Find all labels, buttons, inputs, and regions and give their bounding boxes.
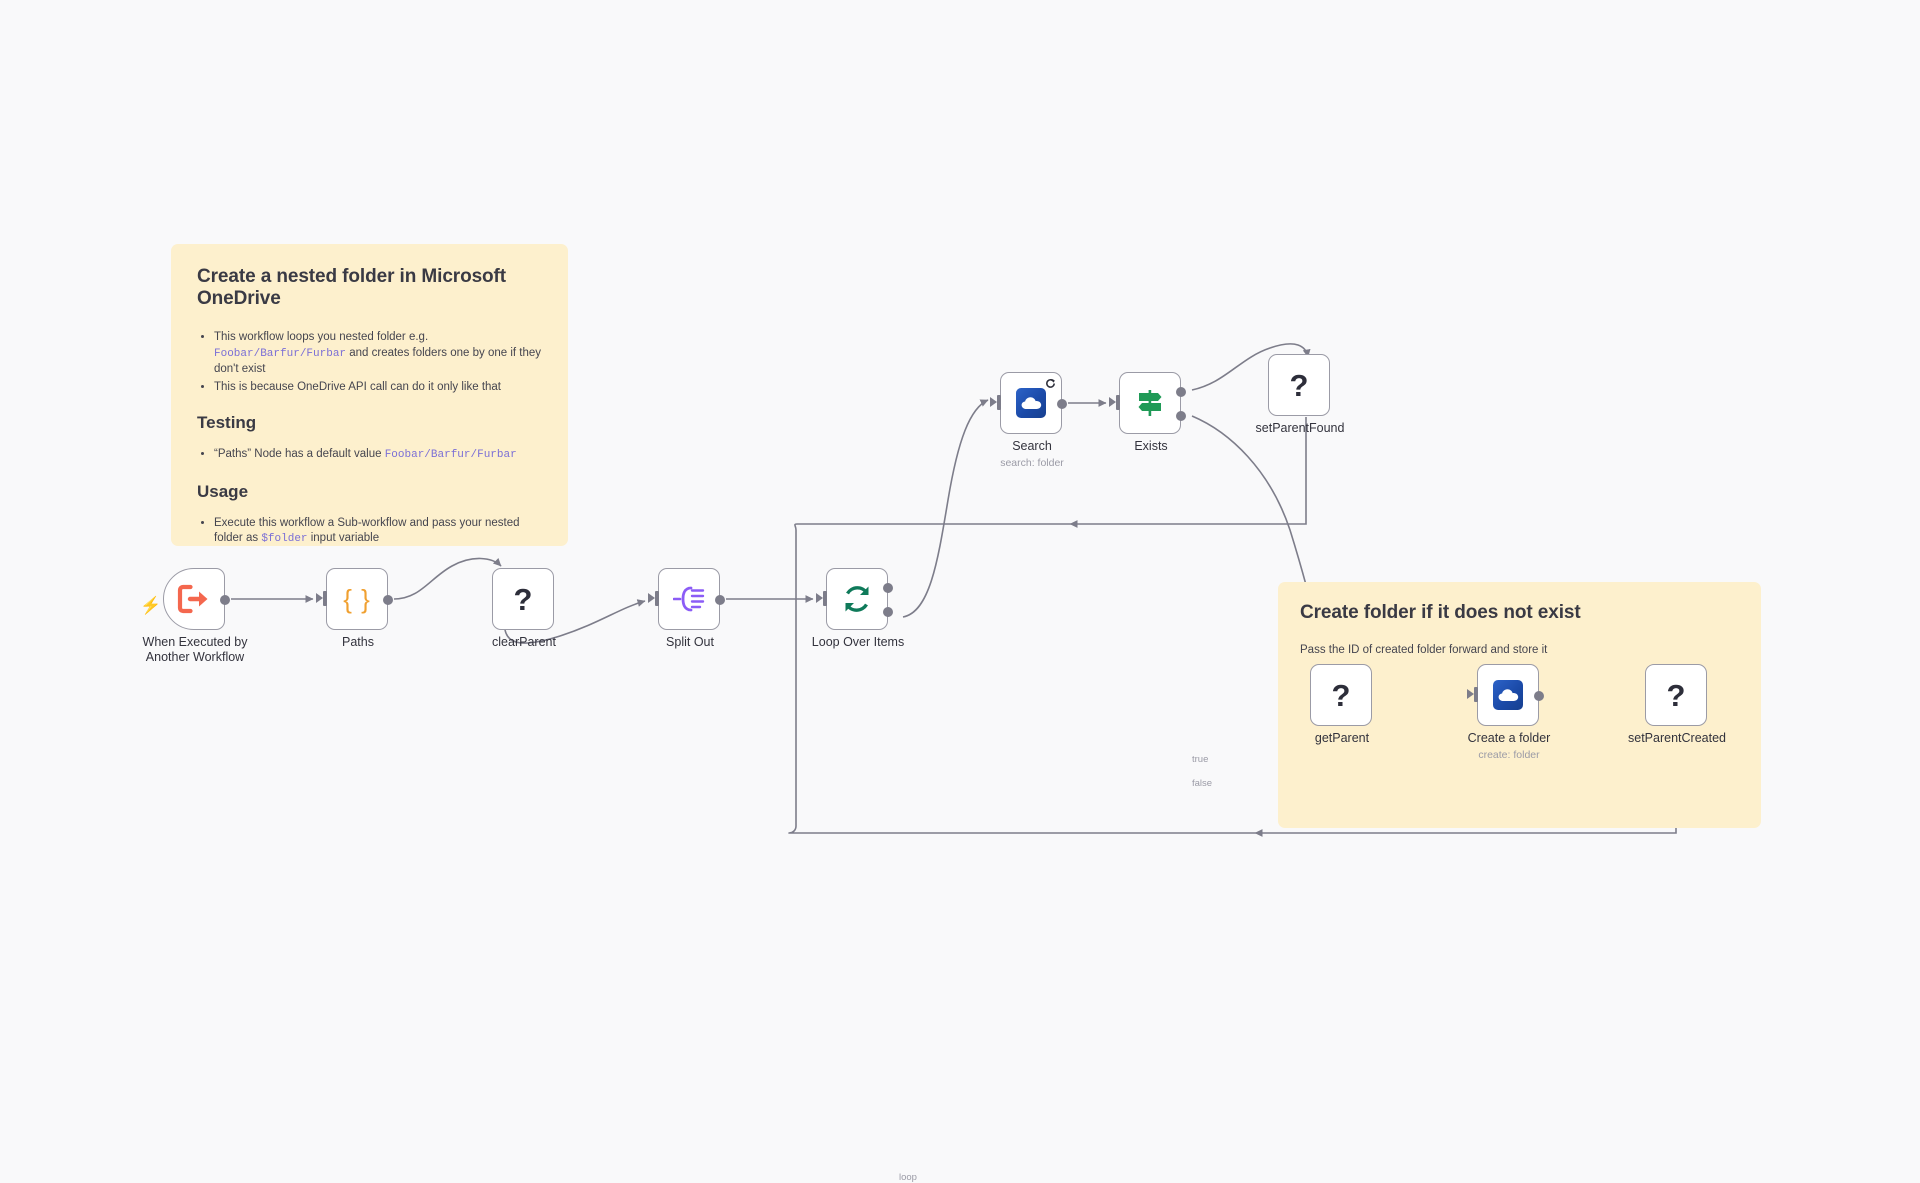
edge-loop-to-search (902, 399, 989, 618)
edge-paths-to-clearparent (393, 557, 502, 600)
question-mark-icon: ? (1666, 677, 1686, 713)
list-item: Execute this workflow a Sub-workflow and… (214, 516, 542, 548)
output-port-false[interactable] (1176, 411, 1186, 421)
node-set-parent-found[interactable]: ? setParentFound (1256, 354, 1344, 435)
retry-icon (1046, 378, 1055, 388)
node-when-executed-by-another-workflow[interactable]: When Executed by Another Workflow (143, 568, 247, 664)
output-port-false-label: false (1192, 778, 1213, 789)
inline-code: Foobar/Barfur/Furbar (384, 449, 517, 461)
cloud-glyph-icon (1498, 689, 1518, 701)
node-paths[interactable]: { } Paths (316, 568, 393, 649)
node-label: Create a folder (1467, 731, 1551, 745)
node-label: Split Out (666, 635, 714, 649)
node-search[interactable]: Search search: folder (990, 372, 1067, 469)
loop-refresh-icon (845, 586, 869, 612)
cloud-glyph-icon (1021, 397, 1041, 409)
node-create-a-folder[interactable]: Create a folder create: folder (1467, 664, 1550, 761)
sticky-note-overview-testing-heading: Testing (197, 413, 257, 432)
node-label: getParent (1314, 731, 1370, 745)
output-port-true-label: true (1192, 754, 1209, 765)
onedrive-icon (1016, 388, 1046, 418)
node-clear-parent[interactable]: ? clearParent (492, 568, 556, 649)
node-subtitle: search: folder (1000, 457, 1064, 469)
node-loop-over-items[interactable]: loop Loop Over Items (812, 568, 917, 1183)
output-port[interactable] (383, 595, 393, 605)
output-port[interactable] (1057, 399, 1067, 409)
execute-workflow-trigger-icon (177, 584, 208, 614)
node-label: setParentCreated (1628, 731, 1726, 745)
question-mark-icon: ? (1289, 367, 1309, 403)
sticky-note-overview-usage-list: Execute this workflow a Sub-workflow and… (197, 516, 542, 548)
sticky-note-overview-testing-list: “Paths” Node has a default value Foobar/… (197, 447, 542, 464)
node-split-out[interactable]: Split Out (648, 568, 725, 649)
output-port[interactable] (715, 595, 725, 605)
sticky-note-overview-title: Create a nested folder in Microsoft OneD… (197, 266, 507, 309)
list-item: This is because OneDrive API call can do… (214, 380, 542, 396)
question-mark-icon: ? (1331, 677, 1351, 713)
inline-code: Foobar/Barfur/Furbar (214, 347, 347, 360)
output-port-loop[interactable] (883, 607, 893, 617)
sticky-note-create-folder-title: Create folder if it does not exist (1300, 602, 1581, 623)
output-port-loop-label: loop (899, 1172, 917, 1183)
node-label: Loop Over Items (811, 635, 905, 649)
list-item: “Paths” Node has a default value Foobar/… (214, 447, 542, 464)
node-label: setParentFound (1255, 421, 1345, 435)
node-exists[interactable]: true false Exists (1109, 372, 1212, 789)
node-get-parent[interactable]: ? getParent (1310, 664, 1372, 745)
question-mark-icon: ? (513, 581, 533, 617)
sticky-note-overview-usage-heading: Usage (197, 481, 249, 501)
sticky-note-overview-intro-list: This workflow loops you nested folder e.… (197, 330, 542, 395)
signpost-if-icon (1138, 390, 1162, 416)
output-port-done[interactable] (883, 583, 893, 593)
inline-code: $folder (261, 533, 308, 545)
node-label: Search (1012, 439, 1052, 453)
node-set-parent-created[interactable]: ? setParentCreated (1628, 664, 1726, 745)
list-item: This workflow loops you nested folder e.… (214, 330, 542, 378)
output-port[interactable] (220, 595, 230, 605)
split-out-icon (673, 586, 705, 612)
code-braces-icon: { } (343, 583, 371, 614)
node-label: Paths (342, 635, 374, 649)
output-port[interactable] (1534, 691, 1544, 701)
node-label: Exists (1134, 439, 1168, 453)
onedrive-icon (1493, 680, 1523, 710)
sticky-note-create-folder-subtitle: Pass the ID of created folder forward an… (1300, 644, 1548, 656)
node-label: clearParent (492, 635, 556, 649)
sticky-note-overview[interactable]: Create a nested folder in Microsoft OneD… (171, 244, 568, 546)
output-port-true[interactable] (1176, 387, 1186, 397)
trigger-bolt-icon: ⚡ (140, 596, 162, 615)
node-subtitle: create: folder (1478, 749, 1540, 761)
node-label: When Executed by Another Workflow (142, 635, 248, 664)
